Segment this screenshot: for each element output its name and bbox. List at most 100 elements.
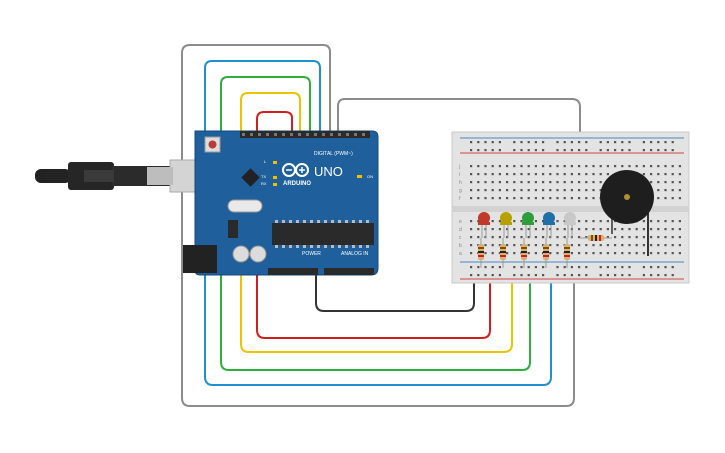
breadboard-hole[interactable] — [642, 252, 645, 255]
breadboard-hole[interactable] — [549, 181, 552, 184]
breadboard-hole[interactable] — [556, 197, 559, 200]
header-pin[interactable] — [330, 133, 333, 136]
rail-hole[interactable] — [513, 266, 516, 269]
rail-hole[interactable] — [563, 149, 566, 152]
breadboard-hole[interactable] — [592, 252, 595, 255]
rail-hole[interactable] — [606, 266, 609, 269]
breadboard-hole[interactable] — [527, 228, 530, 231]
breadboard-hole[interactable] — [664, 236, 667, 239]
breadboard-hole[interactable] — [542, 189, 545, 192]
rail-hole[interactable] — [657, 141, 660, 144]
breadboard-hole[interactable] — [534, 252, 537, 255]
breadboard-hole[interactable] — [585, 244, 588, 247]
breadboard-hole[interactable] — [563, 220, 566, 223]
breadboard-hole[interactable] — [556, 252, 559, 255]
rail-hole[interactable] — [527, 149, 530, 152]
rail-hole[interactable] — [578, 274, 581, 277]
breadboard-hole[interactable] — [534, 189, 537, 192]
breadboard-hole[interactable] — [678, 220, 681, 223]
piezo-buzzer[interactable] — [600, 170, 654, 256]
breadboard-hole[interactable] — [606, 236, 609, 239]
breadboard-hole[interactable] — [549, 236, 552, 239]
breadboard-hole[interactable] — [549, 244, 552, 247]
rail-hole[interactable] — [556, 266, 559, 269]
breadboard-hole[interactable] — [477, 181, 480, 184]
breadboard-hole[interactable] — [542, 244, 545, 247]
breadboard-hole[interactable] — [642, 228, 645, 231]
breadboard-hole[interactable] — [570, 165, 573, 168]
breadboard-hole[interactable] — [477, 220, 480, 223]
resistor[interactable] — [543, 238, 549, 268]
breadboard-hole[interactable] — [506, 181, 509, 184]
rail-hole[interactable] — [664, 266, 667, 269]
rail-hole[interactable] — [642, 274, 645, 277]
rail-hole[interactable] — [621, 149, 624, 152]
breadboard-hole[interactable] — [606, 173, 609, 176]
breadboard-hole[interactable] — [606, 252, 609, 255]
breadboard-hole[interactable] — [657, 197, 660, 200]
breadboard-hole[interactable] — [491, 197, 494, 200]
breadboard-hole[interactable] — [498, 252, 501, 255]
rail-hole[interactable] — [491, 274, 494, 277]
breadboard-hole[interactable] — [556, 228, 559, 231]
breadboard-hole[interactable] — [671, 189, 674, 192]
breadboard-hole[interactable] — [484, 165, 487, 168]
breadboard-hole[interactable] — [498, 181, 501, 184]
breadboard-hole[interactable] — [657, 236, 660, 239]
rail-hole[interactable] — [599, 141, 602, 144]
rail-hole[interactable] — [527, 274, 530, 277]
rail-hole[interactable] — [570, 274, 573, 277]
breadboard-hole[interactable] — [527, 197, 530, 200]
breadboard-hole[interactable] — [664, 173, 667, 176]
breadboard-hole[interactable] — [578, 181, 581, 184]
breadboard-hole[interactable] — [527, 165, 530, 168]
breadboard-hole[interactable] — [585, 220, 588, 223]
usb-cable[interactable] — [35, 159, 223, 193]
breadboard-hole[interactable] — [657, 220, 660, 223]
breadboard-hole[interactable] — [491, 165, 494, 168]
breadboard-hole[interactable] — [585, 181, 588, 184]
breadboard-hole[interactable] — [534, 244, 537, 247]
rail-hole[interactable] — [484, 141, 487, 144]
rail-hole[interactable] — [534, 149, 537, 152]
breadboard-hole[interactable] — [506, 165, 509, 168]
rail-hole[interactable] — [628, 149, 631, 152]
breadboard-hole[interactable] — [592, 181, 595, 184]
breadboard-hole[interactable] — [498, 165, 501, 168]
rail-hole[interactable] — [520, 266, 523, 269]
breadboard-hole[interactable] — [563, 228, 566, 231]
breadboard-hole[interactable] — [491, 220, 494, 223]
rail-hole[interactable] — [614, 266, 617, 269]
breadboard-hole[interactable] — [578, 252, 581, 255]
header-pin[interactable] — [314, 133, 317, 136]
breadboard-hole[interactable] — [592, 228, 595, 231]
breadboard-hole[interactable] — [578, 189, 581, 192]
rail-hole[interactable] — [570, 266, 573, 269]
breadboard-hole[interactable] — [527, 252, 530, 255]
rail-hole[interactable] — [585, 266, 588, 269]
rail-hole[interactable] — [570, 141, 573, 144]
breadboard-hole[interactable] — [506, 252, 509, 255]
resistor[interactable] — [521, 238, 527, 268]
breadboard-hole[interactable] — [470, 181, 473, 184]
breadboard-hole[interactable] — [563, 189, 566, 192]
breadboard-hole[interactable] — [606, 165, 609, 168]
header-pin[interactable] — [242, 133, 245, 136]
rail-hole[interactable] — [498, 149, 501, 152]
breadboard-hole[interactable] — [578, 244, 581, 247]
rail-hole[interactable] — [664, 274, 667, 277]
breadboard-hole[interactable] — [642, 165, 645, 168]
rail-hole[interactable] — [542, 149, 545, 152]
breadboard-hole[interactable] — [635, 244, 638, 247]
breadboard-hole[interactable] — [477, 197, 480, 200]
rail-hole[interactable] — [578, 266, 581, 269]
breadboard-hole[interactable] — [635, 252, 638, 255]
rail-hole[interactable] — [578, 149, 581, 152]
rail-hole[interactable] — [477, 266, 480, 269]
rail-hole[interactable] — [599, 274, 602, 277]
breadboard-hole[interactable] — [650, 181, 653, 184]
breadboard-hole[interactable] — [678, 189, 681, 192]
rail-hole[interactable] — [542, 141, 545, 144]
breadboard-hole[interactable] — [556, 181, 559, 184]
breadboard-hole[interactable] — [678, 244, 681, 247]
